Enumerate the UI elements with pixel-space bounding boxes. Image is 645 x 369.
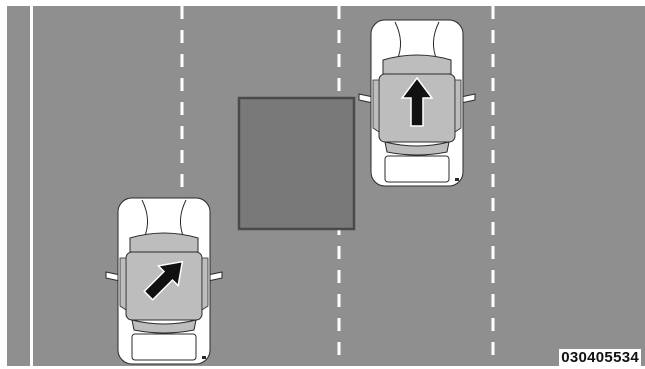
road-edge-line <box>30 6 33 366</box>
arrow-up-icon <box>400 76 434 127</box>
host-vehicle <box>105 197 223 365</box>
figure-id-label: 030405534 <box>559 349 641 366</box>
blind-spot-detection-zone <box>237 96 356 231</box>
other-vehicle <box>358 19 476 187</box>
arrow-diagonal-icon <box>143 260 184 301</box>
